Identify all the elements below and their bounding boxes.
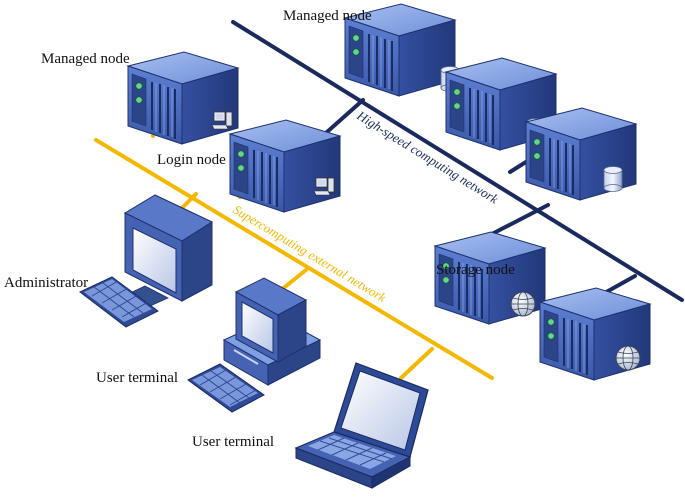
keyboard-icon-desktop [187,363,265,413]
login-node-server [229,119,341,213]
managed-node-top-3 [525,107,637,201]
storage-node-1 [434,231,546,325]
keyboard-icon-admin [79,276,159,328]
managed-node-top-label: Managed node [283,8,372,24]
storage-node-2 [539,287,651,381]
user-terminal-desktop-label: User terminal [96,370,178,386]
storage-node-label: Storage node [436,262,515,278]
desktop-pc-icon [222,277,322,386]
administrator-label: Administrator [4,275,88,291]
crt-monitor-icon [123,194,214,307]
user-terminal-laptop-label: User terminal [192,434,274,450]
laptop-icon [294,362,429,489]
login-node-label: Login node [157,152,226,168]
managed-node-left-label: Managed node [41,51,130,67]
managed-node-left [127,51,239,145]
